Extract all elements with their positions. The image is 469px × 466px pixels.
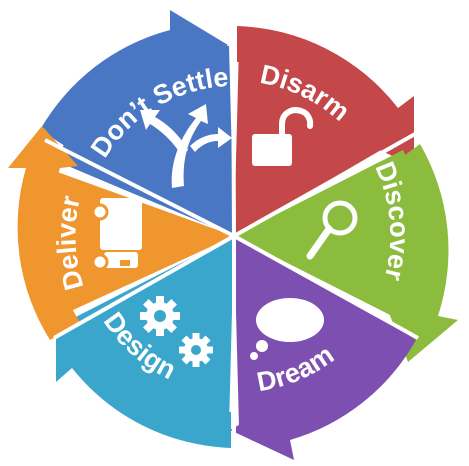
padlock-icon xyxy=(252,107,314,166)
segment-disarm xyxy=(234,26,414,236)
delivery-truck-icon xyxy=(91,198,142,271)
divider-line xyxy=(233,132,416,238)
segment-disarm-wedge xyxy=(234,46,398,236)
segment-dont-settle xyxy=(40,10,234,236)
road-split-arrows-icon xyxy=(140,104,232,188)
divider-line xyxy=(44,138,235,238)
segment-dream-arrow xyxy=(230,324,416,460)
divider-line xyxy=(231,29,236,237)
thought-bubble-icon xyxy=(250,298,324,360)
segment-dividers xyxy=(44,29,419,445)
segment-discover-wedge xyxy=(234,150,427,324)
segment-dont-settle-wedge xyxy=(56,46,234,236)
segment-discover xyxy=(234,144,458,362)
divider-line xyxy=(233,234,419,340)
magnifying-glass-icon xyxy=(306,200,358,260)
divider-line xyxy=(53,234,235,340)
gears-icon xyxy=(140,296,213,367)
